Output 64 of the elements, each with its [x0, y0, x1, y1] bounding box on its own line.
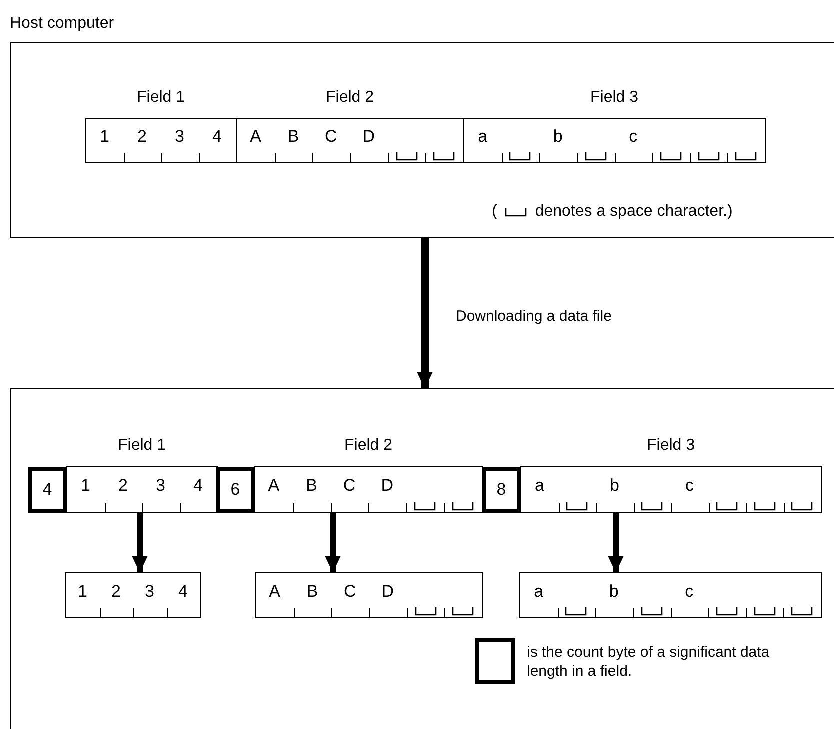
note-text: denotes a space character.) [535, 202, 733, 222]
data-character: 1 [81, 477, 90, 494]
count-byte-box [216, 467, 255, 513]
data-character: b [609, 582, 619, 600]
data-character: D [382, 582, 394, 600]
field-heading: Field 3 [646, 438, 696, 454]
data-character: a [534, 582, 544, 600]
field-segment [85, 90, 237, 163]
data-character: 3 [175, 128, 184, 145]
count-byte-box [28, 467, 67, 513]
data-character: 3 [145, 582, 154, 600]
data-character: b [610, 477, 620, 494]
count-value: 6 [230, 479, 240, 502]
data-character: 1 [78, 582, 88, 600]
data-character: c [685, 582, 694, 600]
count-byte-key-square [475, 638, 515, 684]
field-heading: Field 3 [590, 90, 639, 106]
field-segment [520, 438, 822, 513]
data-character: A [250, 128, 262, 145]
data-character: 3 [156, 477, 166, 494]
data-character: 2 [138, 128, 147, 145]
data-character: 4 [194, 477, 203, 494]
data-character: D [381, 477, 394, 494]
data-character: B [288, 128, 300, 145]
data-character: c [686, 477, 694, 494]
data-character: A [269, 582, 280, 600]
data-character: C [344, 582, 356, 600]
field-heading: Field 1 [118, 438, 166, 454]
panel-heading: Host computer [10, 14, 114, 34]
data-character: 2 [112, 582, 121, 600]
download-arrow [608, 513, 624, 573]
key-note: is the count byte of a significant data length in a field. [527, 643, 771, 681]
count-value: 8 [496, 479, 506, 502]
data-character: a [535, 477, 544, 494]
field-segment [254, 438, 483, 513]
field-data-box [65, 572, 201, 618]
field-segment [66, 438, 218, 513]
data-character: 4 [212, 128, 222, 145]
field-heading: Field 2 [344, 438, 393, 454]
field-heading: Field 2 [326, 90, 374, 106]
data-character: 1 [100, 128, 110, 145]
data-character: D [362, 128, 375, 145]
field-data-box [519, 572, 822, 618]
data-character: C [325, 128, 338, 145]
data-character: c [629, 128, 638, 145]
data-character: B [306, 477, 318, 494]
download-arrow [325, 513, 341, 573]
field-heading: Field 1 [136, 90, 186, 106]
note-text: ( [492, 202, 498, 222]
download-arrow [132, 513, 148, 573]
data-character: b [553, 128, 563, 145]
field-data-box [255, 572, 483, 618]
data-character: A [268, 477, 280, 494]
field-segment [236, 90, 464, 163]
count-value: 4 [42, 479, 52, 502]
data-character: a [478, 128, 488, 145]
data-character: 2 [118, 477, 128, 494]
download-arrow [417, 238, 433, 389]
count-byte-box [482, 467, 521, 513]
field-segment [463, 90, 766, 163]
device-panel [10, 42, 834, 238]
data-character: C [343, 477, 356, 494]
data-character: 4 [178, 582, 188, 600]
data-character: B [306, 582, 318, 600]
